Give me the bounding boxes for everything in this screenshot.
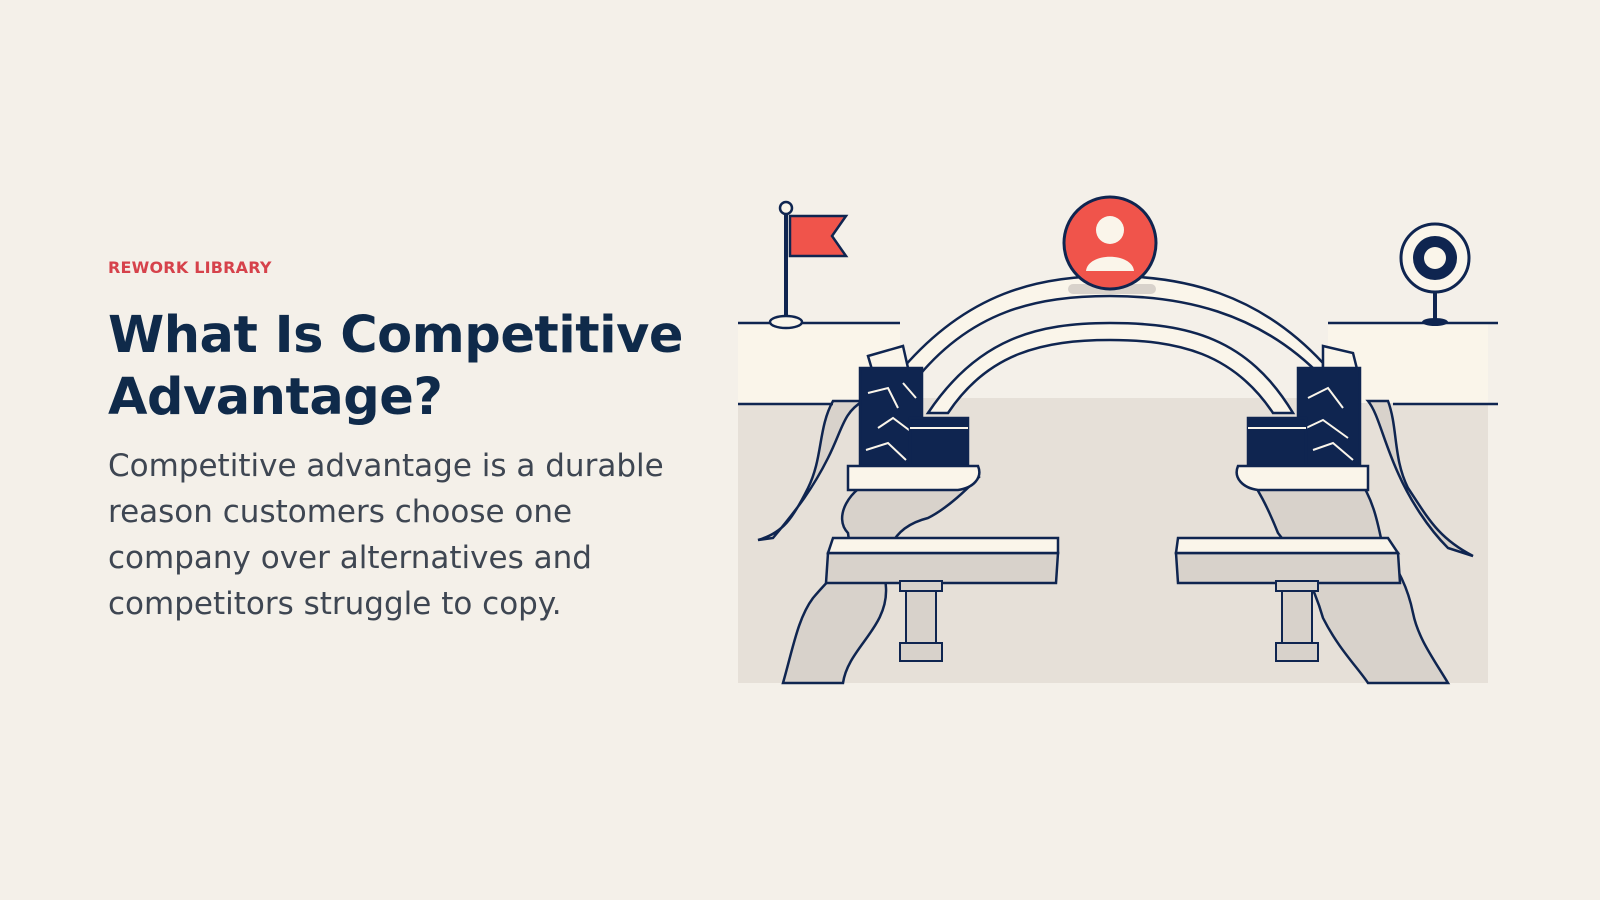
bridge-illustration <box>738 195 1498 685</box>
page-title: What Is Competitive Advantage? <box>108 306 683 427</box>
bridge-underside <box>925 321 1296 415</box>
hero-text: REWORK LIBRARY What Is Competitive Advan… <box>108 258 688 627</box>
left-rock-face <box>757 399 868 542</box>
page-description: Competitive advantage is a durable reaso… <box>108 448 664 622</box>
left-ledge <box>846 464 981 492</box>
eyebrow-label: REWORK LIBRARY <box>108 258 272 277</box>
person-icon <box>1062 195 1158 291</box>
flag-icon <box>768 200 849 330</box>
left-platform <box>824 536 1060 662</box>
right-rock-face <box>1365 399 1474 558</box>
right-ledge <box>1235 464 1370 492</box>
right-pillar <box>1235 344 1370 492</box>
left-pillar <box>846 344 981 492</box>
target-icon <box>1399 222 1471 326</box>
right-platform <box>1174 536 1402 662</box>
